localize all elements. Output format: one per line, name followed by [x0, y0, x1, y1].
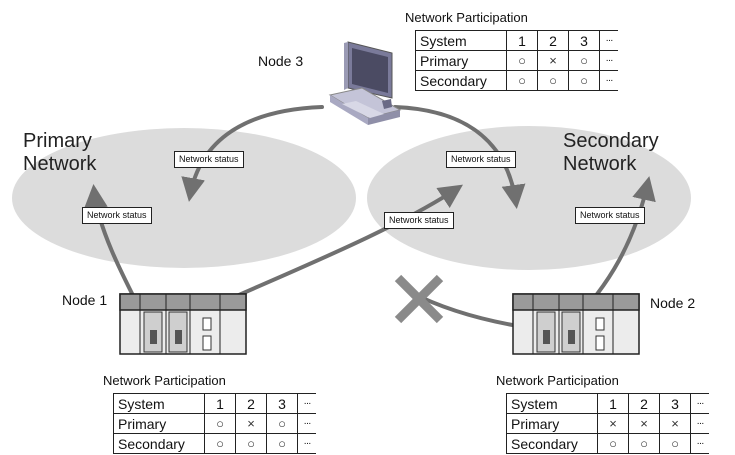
table-header-row: System 1 2 3 ··· [113, 393, 316, 414]
plc-node1-icon [119, 293, 247, 355]
network-status-box: Network status [174, 151, 244, 168]
secondary-network-label-line2: Network [563, 153, 637, 175]
status-mark: ○ [609, 436, 617, 451]
table-header-row: System 1 2 3 ··· [415, 30, 618, 51]
header-system: System [113, 393, 205, 414]
arrow-node3-to-primary [181, 105, 324, 202]
status-cell: ○ [597, 433, 629, 454]
status-mark: ○ [580, 53, 588, 68]
header-node: 2 [628, 393, 660, 414]
more-cell: ··· [599, 70, 618, 91]
header-node: 3 [266, 393, 298, 414]
node1-label: Node 1 [62, 292, 108, 308]
network-status-box: Network status [82, 207, 152, 224]
status-mark: ○ [278, 416, 286, 431]
header-node: 3 [568, 30, 600, 51]
node2-participation-title: Network Participation [496, 373, 619, 388]
arrow-node3-to-secondary [393, 105, 526, 209]
header-node: 1 [597, 393, 629, 414]
row-label: Secondary [415, 70, 507, 91]
header-node: 2 [235, 393, 267, 414]
network-status-box: Network status [384, 212, 454, 229]
header-more: ··· [599, 30, 618, 51]
computer-icon [328, 41, 402, 125]
status-mark: ○ [247, 436, 255, 451]
row-label: Secondary [506, 433, 598, 454]
node3-participation-title: Network Participation [405, 10, 528, 25]
header-node: 3 [659, 393, 691, 414]
header-node: 1 [506, 30, 538, 51]
failure-cross-icon [394, 274, 444, 324]
node1-participation-table: System 1 2 3 ··· Primary ○ × ○ ··· Secon… [113, 393, 316, 454]
status-cell: ○ [204, 433, 236, 454]
table-row: Primary × × × ··· [506, 413, 709, 434]
table-row: Primary ○ × ○ ··· [415, 50, 618, 71]
status-cell: ○ [506, 50, 538, 71]
status-mark: × [671, 416, 679, 431]
status-cell: ○ [506, 70, 538, 91]
header-system: System [415, 30, 507, 51]
table-row: Primary ○ × ○ ··· [113, 413, 316, 434]
status-mark: ○ [518, 53, 526, 68]
table-row: Secondary ○ ○ ○ ··· [113, 433, 316, 454]
node1-participation-title: Network Participation [103, 373, 226, 388]
header-more: ··· [690, 393, 709, 414]
table-row: Secondary ○ ○ ○ ··· [415, 70, 618, 91]
status-cell: × [628, 413, 660, 434]
table-header-row: System 1 2 3 ··· [506, 393, 709, 414]
status-mark: ○ [518, 73, 526, 88]
status-mark: × [549, 53, 557, 68]
primary-network-label-line2: Network [23, 153, 97, 175]
header-system: System [506, 393, 598, 414]
primary-network-label-line1: Primary [23, 130, 92, 152]
status-cell: × [597, 413, 629, 434]
status-cell: ○ [537, 70, 569, 91]
node3-participation-table: System 1 2 3 ··· Primary ○ × ○ ··· Secon… [415, 30, 618, 91]
status-cell: × [537, 50, 569, 71]
more-cell: ··· [297, 413, 316, 434]
status-mark: × [609, 416, 617, 431]
status-mark: ○ [278, 436, 286, 451]
row-label: Primary [113, 413, 205, 434]
more-cell: ··· [297, 433, 316, 454]
more-cell: ··· [599, 50, 618, 71]
status-mark: × [640, 416, 648, 431]
status-cell: ○ [659, 433, 691, 454]
status-cell: ○ [204, 413, 236, 434]
row-label: Secondary [113, 433, 205, 454]
status-mark: ○ [216, 436, 224, 451]
header-node: 2 [537, 30, 569, 51]
row-label: Primary [506, 413, 598, 434]
secondary-network-label-line1: Secondary [563, 130, 659, 152]
network-status-box: Network status [575, 207, 645, 224]
primary-network-label: Primary Network [23, 130, 96, 176]
network-status-box: Network status [446, 151, 516, 168]
status-cell: ○ [628, 433, 660, 454]
node2-label: Node 2 [650, 295, 696, 311]
plc-node2-icon [512, 293, 640, 355]
status-mark: × [247, 416, 255, 431]
header-node: 1 [204, 393, 236, 414]
status-mark: ○ [549, 73, 557, 88]
status-mark: ○ [640, 436, 648, 451]
status-mark: ○ [671, 436, 679, 451]
table-row: Secondary ○ ○ ○ ··· [506, 433, 709, 454]
status-cell: × [235, 413, 267, 434]
status-mark: ○ [216, 416, 224, 431]
node2-participation-table: System 1 2 3 ··· Primary × × × ··· Secon… [506, 393, 709, 454]
status-cell: ○ [568, 50, 600, 71]
node3-label: Node 3 [258, 53, 304, 69]
row-label: Primary [415, 50, 507, 71]
secondary-network-label: Secondary Network [563, 130, 659, 176]
more-cell: ··· [690, 413, 709, 434]
status-mark: ○ [580, 73, 588, 88]
more-cell: ··· [690, 433, 709, 454]
status-cell: ○ [266, 413, 298, 434]
status-cell: ○ [568, 70, 600, 91]
status-cell: ○ [266, 433, 298, 454]
status-cell: × [659, 413, 691, 434]
status-cell: ○ [235, 433, 267, 454]
header-more: ··· [297, 393, 316, 414]
